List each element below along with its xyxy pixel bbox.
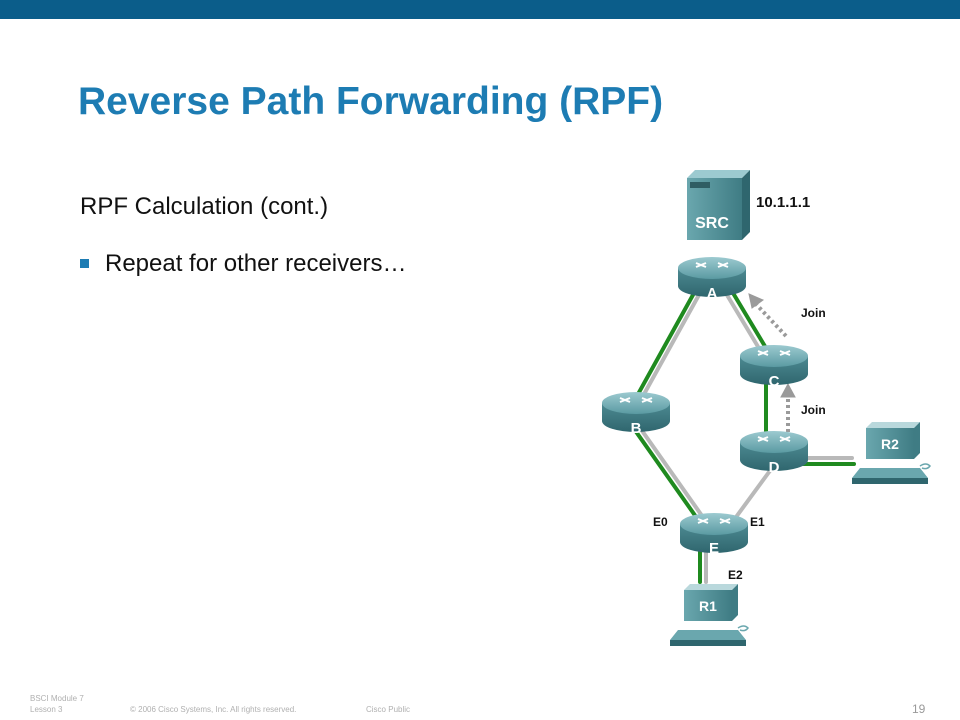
join-label-a: Join [801,306,826,320]
link-a-c [722,288,762,352]
router-a-icon: A [678,257,746,302]
host-r2-label: R2 [881,436,899,452]
links [630,273,856,584]
slide-subheading: RPF Calculation (cont.) [80,193,329,220]
router-b-label: B [631,420,642,437]
page-number: 19 [912,702,926,716]
link-b-e [636,423,714,532]
router-d-icon: D [740,431,808,476]
footer-copyright: © 2006 Cisco Systems, Inc. All rights re… [130,705,297,714]
square-bullet-icon [80,259,89,268]
host-r1-icon: R1 [670,584,749,646]
router-b-icon: B [602,392,670,437]
interface-e2-label: E2 [728,568,743,582]
slide-title: Reverse Path Forwarding (RPF) [78,80,664,123]
footer-lesson: Lesson 3 [30,705,63,714]
source-server-icon: SRC [687,170,750,240]
host-r1-label: R1 [699,598,717,614]
top-banner [0,0,960,19]
router-e-icon: E [680,513,748,557]
router-c-label: C [769,373,780,390]
join-label-c: Join [801,403,826,417]
link-a-b [636,273,712,407]
footer-classification: Cisco Public [366,705,411,714]
interface-e0-label: E0 [653,515,668,529]
footer-module: BSCI Module 7 [30,694,84,703]
bullet-text: Repeat for other receivers… [105,250,407,277]
source-address: 10.1.1.1 [756,194,810,211]
source-label: SRC [695,215,729,232]
router-e-label: E [709,540,719,557]
host-r2-icon: R2 [852,422,931,484]
join-arrow-c-a [748,293,788,338]
rpf-network-diagram: SRC 10.1.1.1 A C B D E R [602,170,931,646]
router-c-icon: C [740,345,808,390]
router-a-label: A [707,285,718,302]
interface-e1-label: E1 [750,515,765,529]
join-arrow-d-c [780,382,796,432]
bullet-item: Repeat for other receivers… [80,250,406,278]
router-d-label: D [769,459,780,476]
